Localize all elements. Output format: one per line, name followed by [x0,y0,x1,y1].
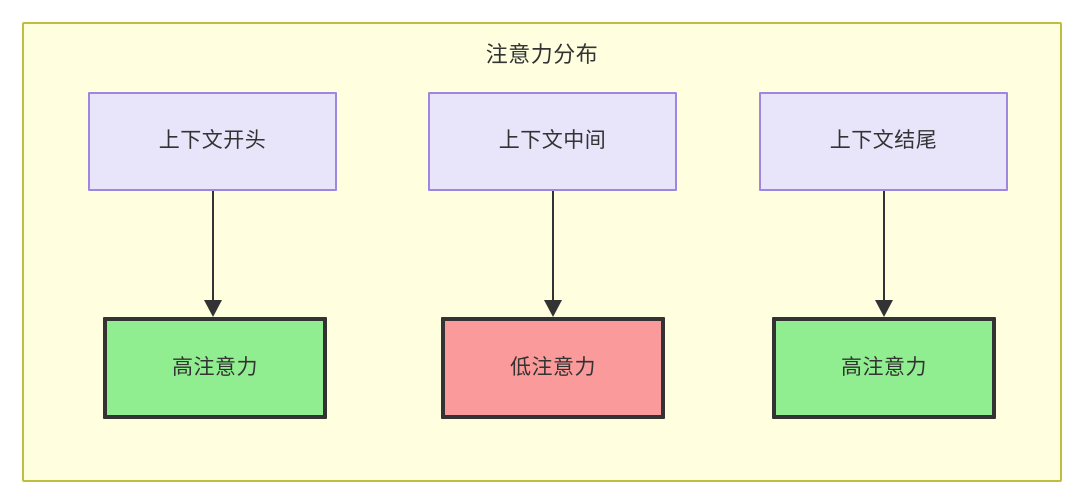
node-context-middle-label: 上下文中间 [498,129,607,153]
node-low-attention-middle[interactable]: 低注意力 [441,317,665,419]
node-high-attention-end[interactable]: 高注意力 [772,317,996,419]
node-context-start-label: 上下文开头 [158,129,267,153]
node-context-end-label: 上下文结尾 [829,129,938,153]
node-high-attention-start[interactable]: 高注意力 [103,317,327,419]
node-context-end[interactable]: 上下文结尾 [759,92,1008,191]
node-low-attention-middle-label: 低注意力 [510,355,596,379]
node-high-attention-end-label: 高注意力 [841,355,927,379]
node-high-attention-start-label: 高注意力 [172,355,258,379]
node-context-start[interactable]: 上下文开头 [88,92,337,191]
node-context-middle[interactable]: 上下文中间 [428,92,677,191]
subgraph-title: 注意力分布 [485,42,599,67]
